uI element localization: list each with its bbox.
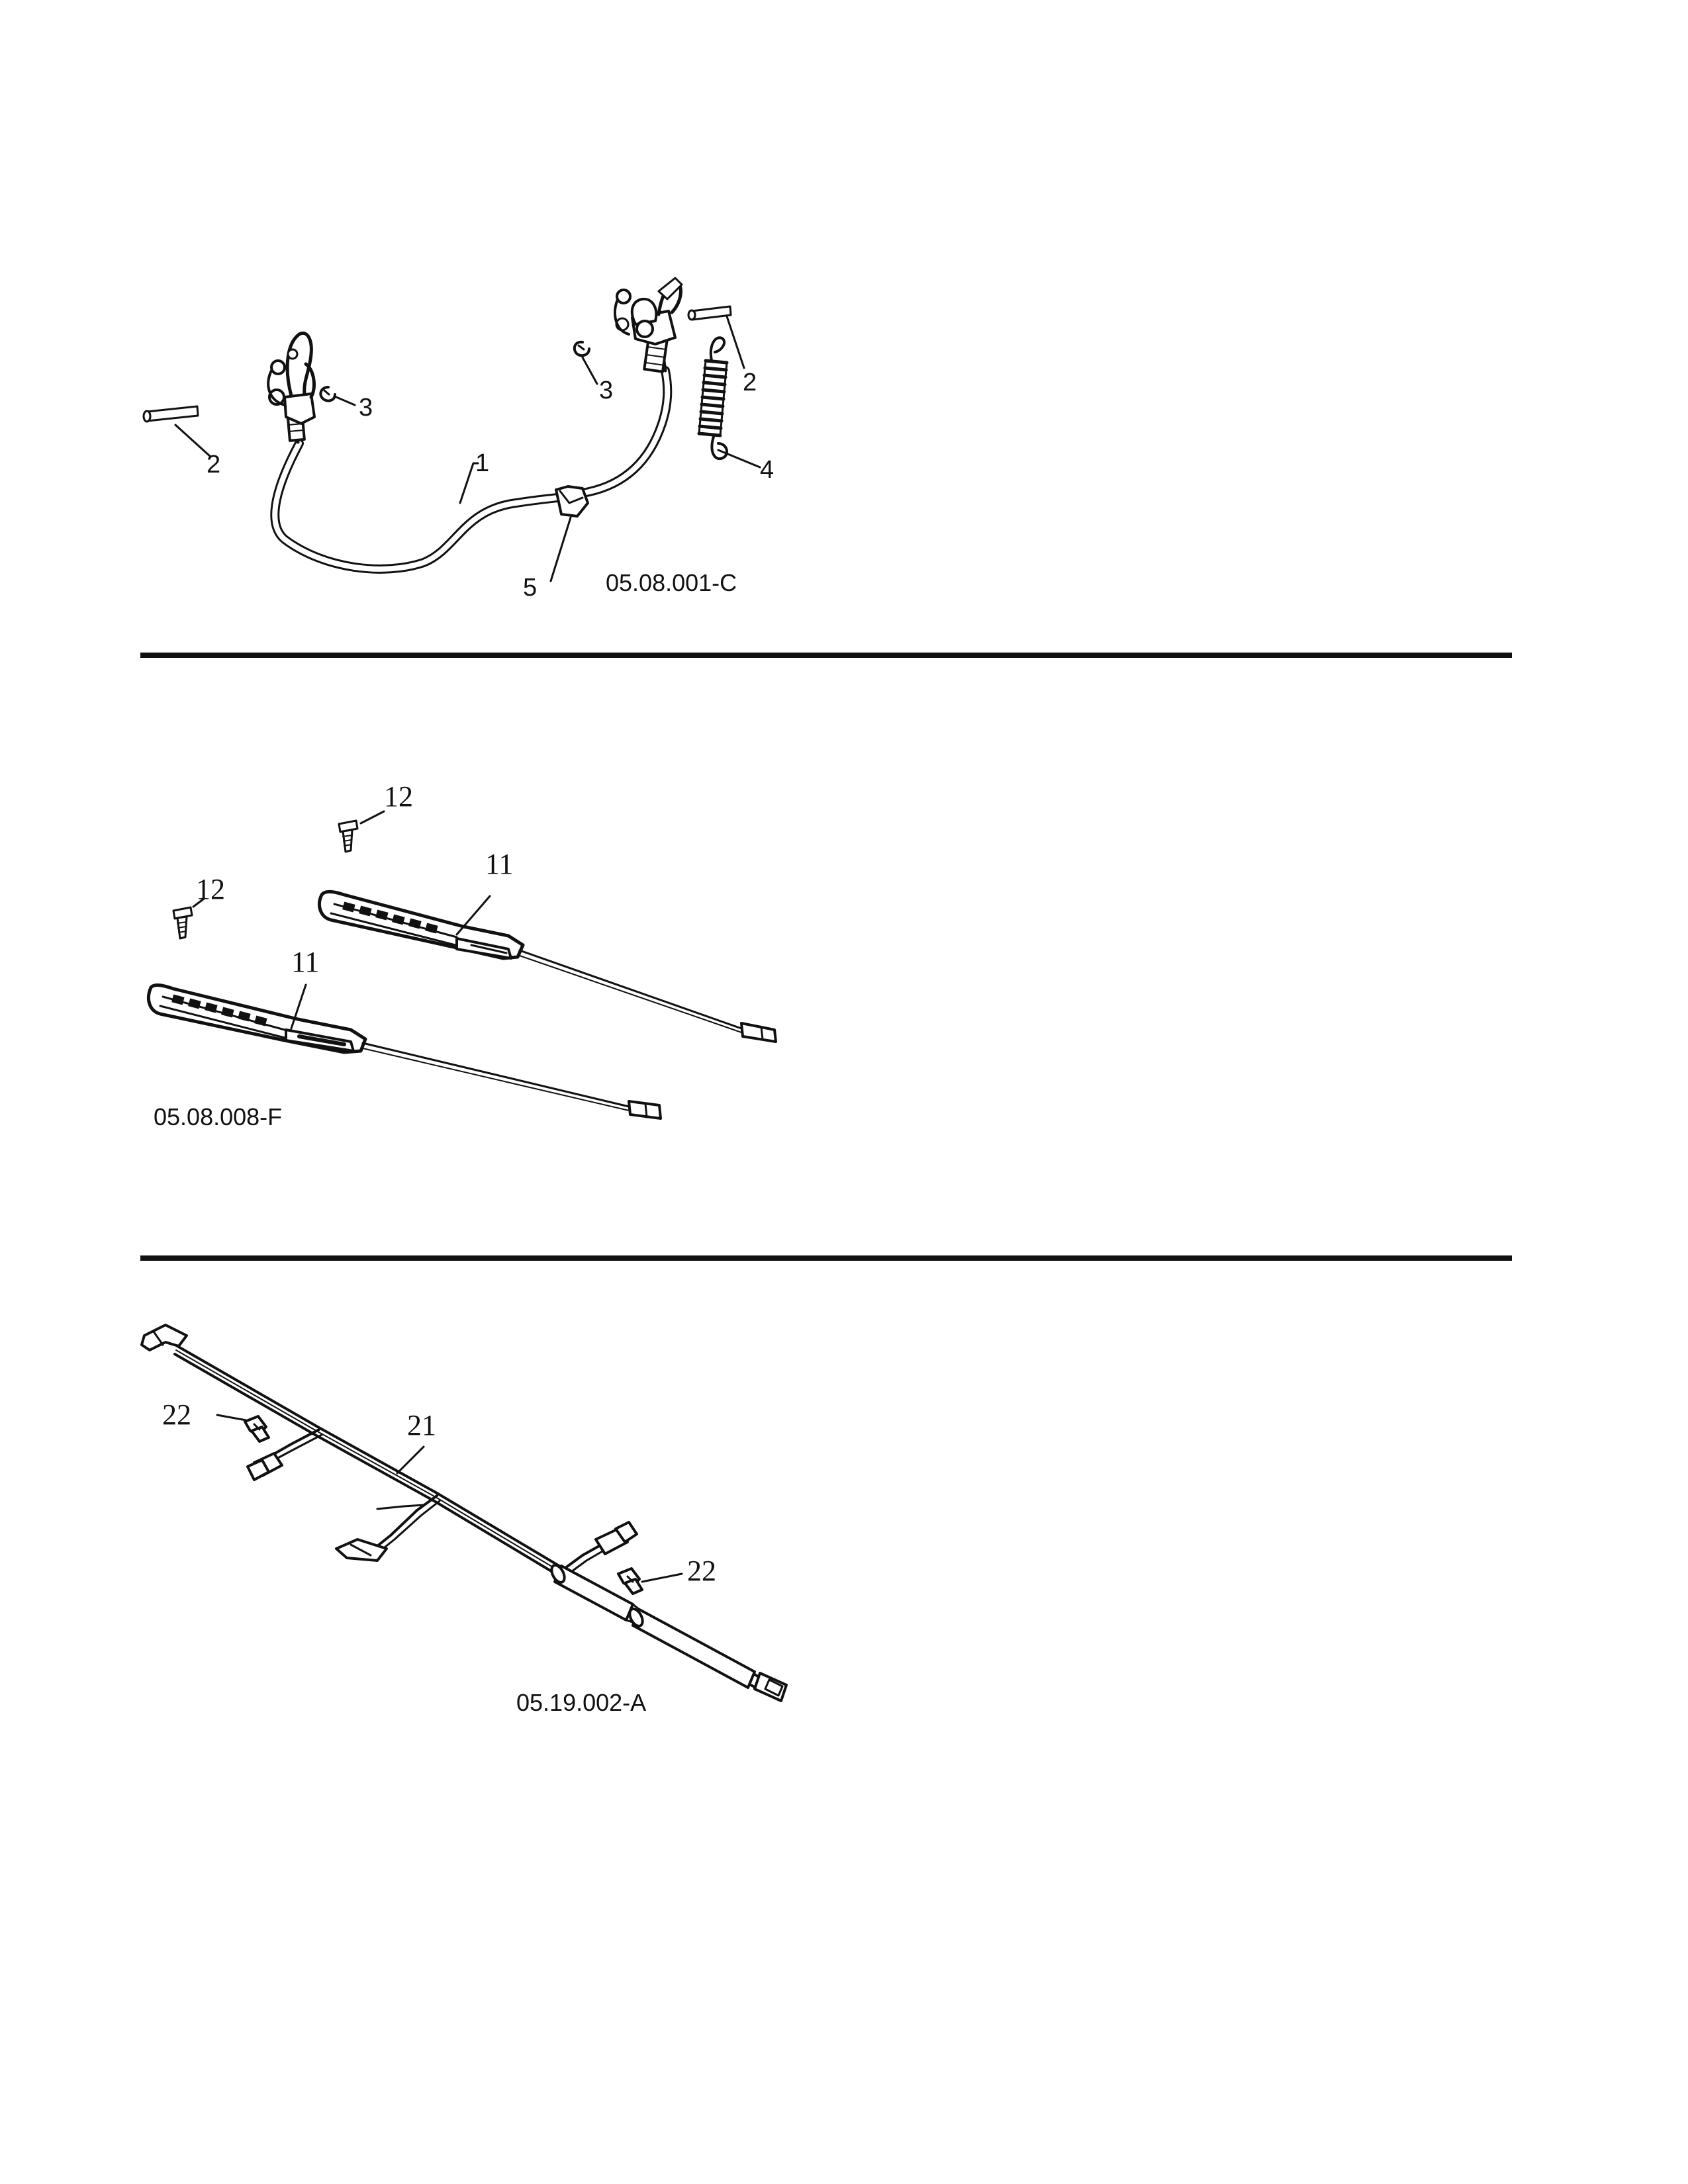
figure-ref-05-19-002-a: 05.19.002-A [516,1689,646,1716]
diagram-1-cable-assembly: 1 2 2 3 3 4 5 05.08.001-C [142,277,774,602]
diagram-3-wire-harness: 22 21 22 05.19.002-A [140,1324,788,1716]
figure-ref-05-08-001-c: 05.08.001-C [606,569,737,596]
callout-2-right: 2 [743,369,757,396]
callout-1: 1 [475,449,489,477]
callout-12-upper: 12 [384,780,413,813]
callout-5: 5 [523,574,537,602]
wire-clip-part-22-right [617,1567,643,1595]
callout-11-lower: 11 [291,946,319,978]
callout-21: 21 [407,1409,436,1441]
callout-22-right: 22 [687,1555,716,1587]
callout-12-lower: 12 [196,873,225,905]
callout-3-left: 3 [359,394,373,422]
wire-clip-part-22-left [244,1415,270,1443]
diagram-1-leader-lines [174,315,761,582]
wire-harness-part-21 [140,1324,788,1702]
e-ring-part-3-left [319,386,336,402]
callout-11-upper: 11 [485,848,513,880]
screw-part-12-lower [172,906,193,940]
callout-4: 4 [760,456,774,484]
sensor-strip-part-11-upper [318,889,777,1043]
diagram-2-sensor-strips: 12 12 11 11 05.08.008-F [147,780,777,1130]
sensor-strip-part-11-lower [147,983,662,1120]
right-cable-end-bracket [614,277,683,373]
diagram-2-leader-lines [192,810,491,1030]
cable-clip-part-5 [555,485,589,518]
callout-2-left: 2 [207,451,220,478]
spring-part-4 [697,336,729,461]
figure-ref-05-08-008-f: 05.08.008-F [154,1103,282,1130]
e-ring-part-3-right [573,340,590,357]
section-divider-2 [140,1255,1512,1261]
callout-3-right: 3 [599,377,613,404]
callout-22-left: 22 [162,1398,191,1431]
pin-part-2-right [687,305,732,321]
left-cable-end-bracket [267,331,316,444]
cable-part-1 [270,366,673,574]
screw-part-12-upper [338,819,359,853]
pin-part-2-left [142,405,199,423]
section-divider-1 [140,653,1512,658]
diagram-3-leader-lines [216,1414,683,1583]
